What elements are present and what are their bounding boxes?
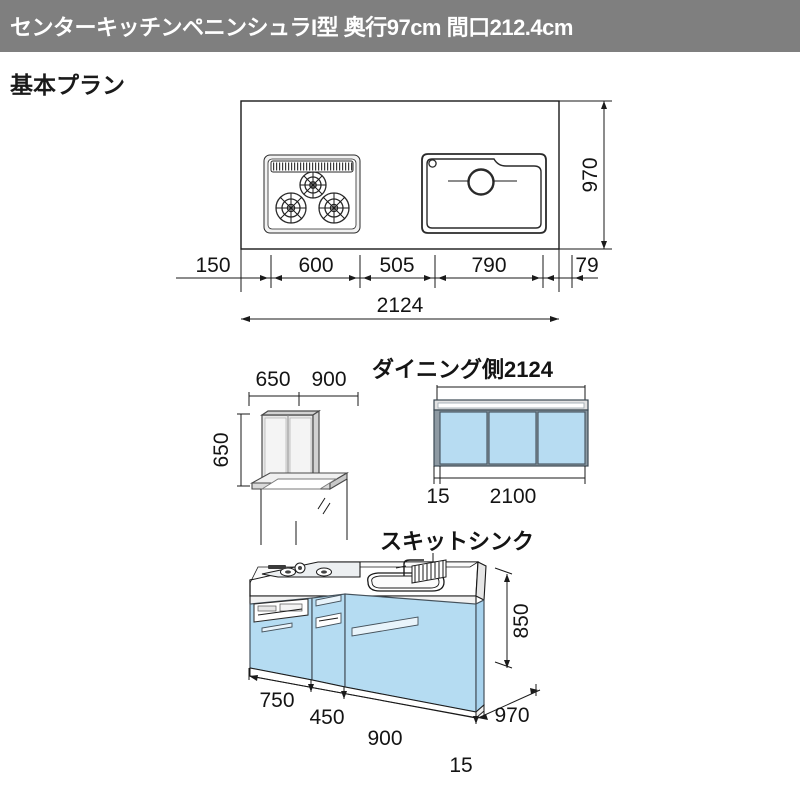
dish-drainer [411,559,447,584]
dim-persp-toe: 15 [449,754,472,777]
title-bar: センターキッチンペニンシュラI型 奥行97cm 間口212.4cm [0,0,800,52]
dimension-depth-970: 970 [559,100,612,250]
kitchen-perspective-view: スキットシンク [248,521,541,777]
cabinet-unit-middle [311,593,346,688]
dining-panel-3 [537,411,586,465]
dim-hood-h: 650 [210,432,233,467]
dim-seg-1: 150 [195,254,230,277]
dimension-hood-widths: 650 900 [248,368,359,406]
dim-seg-4: 790 [471,254,506,277]
dimension-chain-top: 150 600 505 790 79 [176,249,599,292]
dim-persp-depth: 970 [494,704,529,727]
dim-top-total: 2124 [377,294,424,317]
cabinet-unit-left [249,597,313,681]
dimension-height-850: 850 [494,567,533,669]
dimension-dining-bottom: 15 2100 [426,466,586,508]
dining-side-elevation: ダイニング側2124 15 [372,357,589,508]
dim-hood-right: 900 [311,368,346,391]
dimension-total-2124: 2124 [241,294,559,322]
dim-seg-5: 79 [575,254,598,277]
sink-model-label: スキットシンク [380,529,534,554]
dimension-hood-height: 650 [210,413,250,487]
range-hood-elevation: 650 900 650 [210,368,359,545]
burner-rear [299,171,327,199]
hood-canopy [249,472,350,490]
dim-hood-left: 650 [255,368,290,391]
dim-seg-2: 600 [298,254,333,277]
dining-panel-1 [439,411,488,465]
dim-dining-panel: 2100 [490,485,537,508]
dim-persp-height: 850 [510,603,533,638]
dim-persp-w1: 750 [259,689,294,712]
dimension-perspective-depth: 970 [477,684,541,727]
dining-panel-2 [488,411,537,465]
dim-top-depth: 970 [579,157,602,192]
burner-left [275,192,307,224]
top-plan-view: 970 [176,100,612,322]
page-title: センターキッチンペニンシュラI型 奥行97cm 間口212.4cm [10,15,573,40]
dimension-perspective-widths: 750 450 900 15 [248,668,479,777]
cabinet-run [249,593,485,719]
hood-body [260,409,321,485]
dim-dining-offset: 15 [426,485,449,508]
plan-type-label: 基本プラン [10,72,125,98]
cooktop-plan-icon [263,154,361,234]
sink-perspective [367,559,447,592]
dining-panel-assembly [433,399,589,467]
cooktop-perspective [261,561,361,578]
sink-plan-icon [421,153,547,234]
burner-right [318,192,350,224]
dining-side-caption: ダイニング側2124 [372,357,554,382]
dim-seg-3: 505 [379,254,414,277]
dimension-dining-total [436,385,586,400]
dim-persp-w2: 450 [309,706,344,729]
dim-persp-w3: 900 [367,727,402,750]
